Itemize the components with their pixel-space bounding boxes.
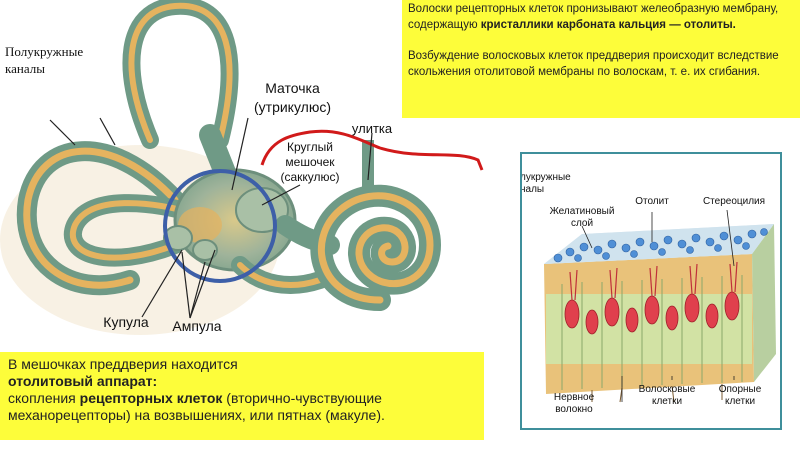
otolith-detail-illustration — [544, 209, 776, 403]
note-bottom-line3-c: (вторично-чувствующие механорецепторы) н… — [8, 390, 385, 423]
detail-label-stereocilia: Стереоцилия — [694, 196, 774, 208]
vestibule-highlight-circle — [163, 169, 277, 283]
detail-hair-line2: клетки — [651, 396, 683, 407]
inner-ear-illustration — [0, 0, 484, 335]
detail-label-hair-cells: Волосковые клетки — [632, 384, 702, 408]
detail-label-nerve: Нервное волокно — [544, 392, 604, 416]
label-utricle: Маточка (утрикулюс) — [240, 80, 345, 116]
label-cupula-text: Купула — [103, 314, 149, 330]
label-semicircular-canals: Полукружные каналы — [5, 43, 105, 77]
detail-hair-line1: Волосковые — [638, 384, 696, 395]
note-bottom-line3-a: скопления — [8, 390, 80, 406]
membrane-red-line — [260, 129, 484, 171]
detail-nerve-line1: Нервное — [553, 392, 595, 403]
detail-otolith-text: Отолит — [635, 196, 669, 207]
detail-support-line2: клетки — [724, 396, 756, 407]
note-top-paragraph-2: Возбуждение волосковых клеток преддверия… — [408, 50, 779, 78]
detail-canals-line2: налы — [520, 184, 545, 195]
label-cupula: Купула — [94, 314, 158, 331]
detail-label-gel: Желатиновый слой — [542, 206, 622, 230]
detail-stereocilia-text: Стереоцилия — [702, 196, 766, 207]
detail-canals-line1: лукружные — [520, 172, 571, 183]
note-otoliths: Волоски рецепторных клеток пронизывают ж… — [402, 0, 800, 118]
note-top-p1-bold: кристаллики карбоната кальция — отолиты. — [480, 18, 736, 31]
note-top-p1-text: Волоски рецепторных клеток пронизывают ж… — [408, 3, 779, 31]
label-canals-text: Полукружные каналы — [5, 44, 84, 76]
detail-gel-line1: Желатиновый — [549, 206, 615, 217]
label-utricle-title: Маточка — [265, 80, 320, 96]
otolith-detail-panel: лукружные налы Желатиновый слой Отолит С… — [520, 152, 782, 430]
detail-gel-line2: слой — [570, 218, 594, 229]
label-saccule-line3: (саккулюс) — [280, 170, 340, 184]
label-ampulla-text: Ампула — [172, 318, 222, 334]
note-bottom-line3-bold: рецепторных клеток — [79, 390, 223, 406]
detail-label-otolith: Отолит — [622, 196, 682, 208]
note-bottom-line3: скопления рецепторных клеток (вторично-ч… — [0, 390, 484, 424]
note-bottom-line2-bold: отолитовый аппарат: — [8, 373, 158, 389]
detail-support-line1: Опорные — [718, 384, 762, 395]
label-saccule-line1: Круглый — [287, 140, 333, 154]
label-saccule: Круглый мешочек (саккулюс) — [268, 140, 352, 185]
label-saccule-line2: мешочек — [285, 155, 335, 169]
note-bottom-line2: отолитовый аппарат: — [0, 373, 484, 390]
detail-label-canals: лукружные налы — [520, 172, 584, 196]
note-otolith-apparatus: В мешочках преддверия находится отолитов… — [0, 352, 484, 440]
detail-nerve-line2: волокно — [555, 404, 593, 415]
label-utricle-sub: (утрикулюс) — [254, 99, 331, 115]
note-top-paragraph-1: Волоски рецепторных клеток пронизывают ж… — [402, 0, 800, 33]
detail-label-support-cells: Опорные клетки — [708, 384, 772, 408]
note-bottom-line1: В мешочках преддверия находится — [8, 356, 238, 372]
label-cochlea-text: улитка — [351, 121, 393, 136]
label-ampulla: Ампула — [164, 318, 230, 335]
label-cochlea: улитка — [342, 120, 402, 137]
